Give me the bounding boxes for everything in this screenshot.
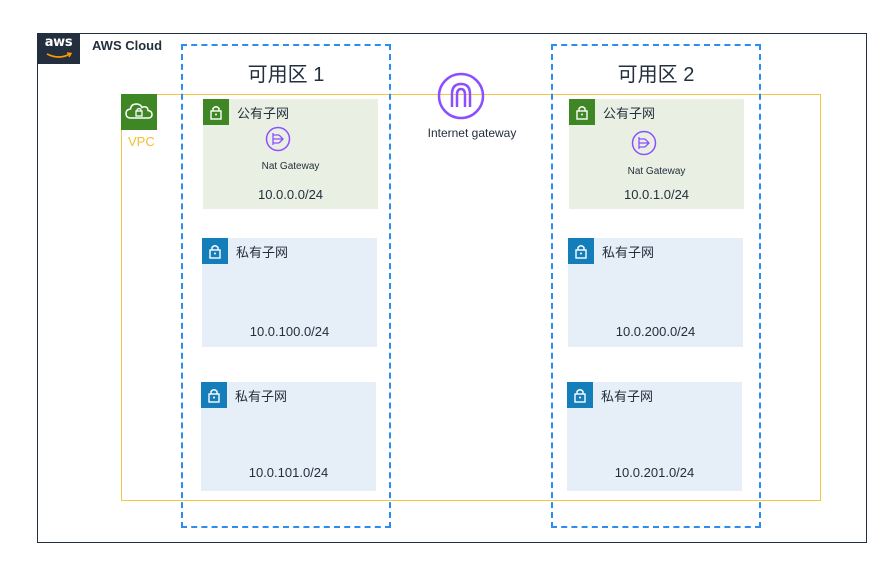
subnet-label: 私有子网 xyxy=(602,245,655,260)
aws-logo-text: aws xyxy=(44,35,73,50)
private-subnet: 私有子网 10.0.100.0/24 xyxy=(202,238,377,347)
private-subnet: 私有子网 10.0.201.0/24 xyxy=(567,382,742,491)
nat-gateway-icon xyxy=(265,126,291,157)
subnet-label: 私有子网 xyxy=(601,389,654,404)
vpc-cloud-lock-icon xyxy=(121,94,157,130)
internet-gateway-icon xyxy=(437,72,485,125)
subnet-label: 私有子网 xyxy=(235,389,288,404)
aws-cloud-label: AWS Cloud xyxy=(92,38,163,53)
subnet-cidr: 10.0.100.0/24 xyxy=(249,324,330,339)
subnet-cidr: 10.0.1.0/24 xyxy=(623,187,690,202)
aws-logo-icon: aws xyxy=(37,33,80,64)
public-subnet: 公有子网 Nat Gateway 10.0.1.0/24 xyxy=(569,99,744,209)
lock-icon xyxy=(203,99,229,125)
internet-gateway-label: Internet gateway xyxy=(427,126,517,140)
nat-gateway-icon xyxy=(631,130,657,161)
aws-cloud-group xyxy=(37,33,867,543)
availability-zone-1 xyxy=(181,44,391,528)
lock-icon xyxy=(202,238,228,264)
private-subnet: 私有子网 10.0.200.0/24 xyxy=(568,238,743,347)
nat-gateway-label: Nat Gateway xyxy=(261,161,320,172)
availability-zone-2 xyxy=(551,44,761,528)
lock-icon xyxy=(567,382,593,408)
lock-icon xyxy=(569,99,595,125)
subnet-label: 公有子网 xyxy=(603,106,656,121)
subnet-label: 私有子网 xyxy=(236,245,289,260)
lock-icon xyxy=(201,382,227,408)
lock-icon xyxy=(568,238,594,264)
subnet-label: 公有子网 xyxy=(237,106,290,121)
private-subnet: 私有子网 10.0.101.0/24 xyxy=(201,382,376,491)
az-title: 可用区 1 xyxy=(247,64,325,86)
vpc-label: VPC xyxy=(128,134,155,149)
aws-smile-icon xyxy=(46,52,72,58)
subnet-cidr: 10.0.0.0/24 xyxy=(257,187,324,202)
subnet-cidr: 10.0.201.0/24 xyxy=(614,465,695,480)
nat-gateway-label: Nat Gateway xyxy=(627,166,686,177)
az-title: 可用区 2 xyxy=(617,64,695,86)
subnet-cidr: 10.0.200.0/24 xyxy=(615,324,696,339)
public-subnet: 公有子网 Nat Gateway 10.0.0.0/24 xyxy=(203,99,378,209)
subnet-cidr: 10.0.101.0/24 xyxy=(248,465,329,480)
